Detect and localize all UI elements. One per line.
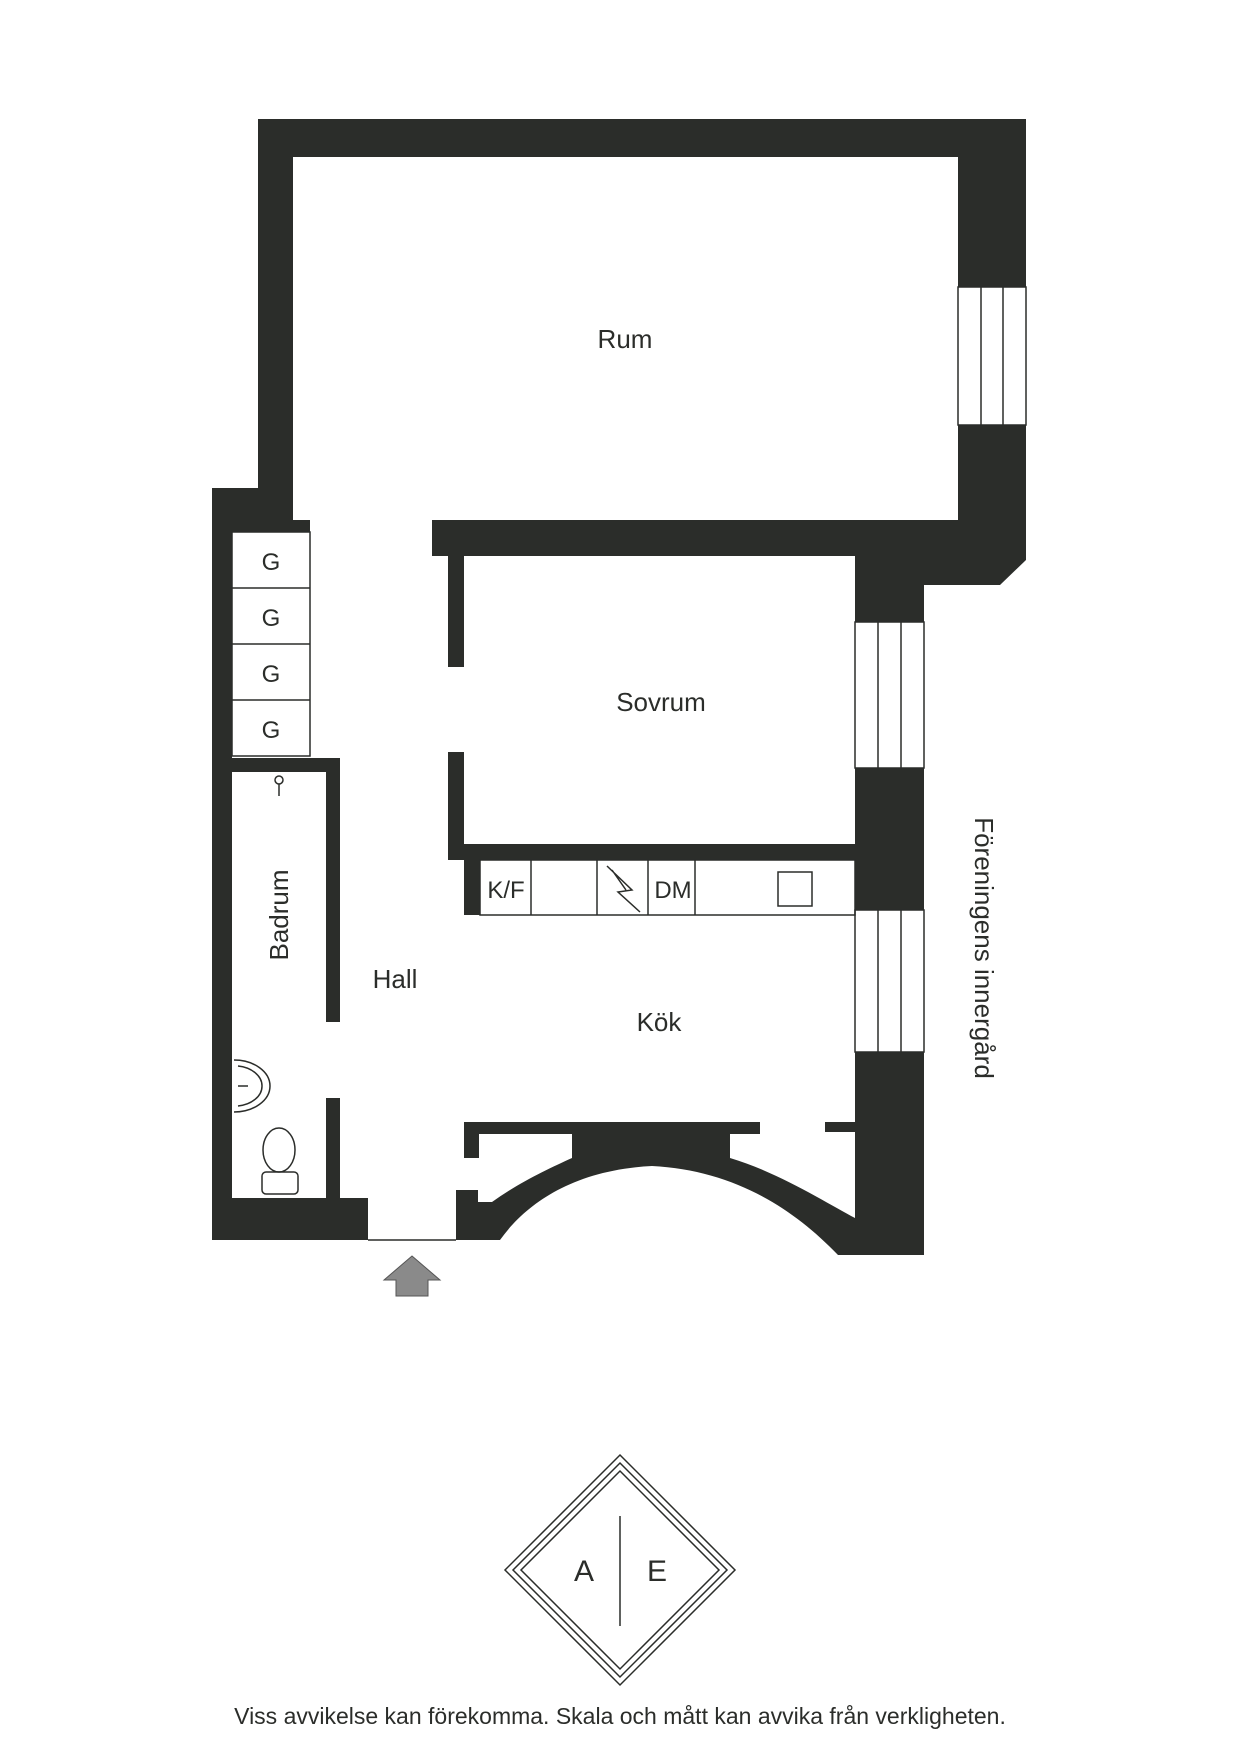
- room-label-rum: Rum: [598, 324, 653, 354]
- toilet-icon: [261, 1127, 299, 1195]
- wardrobe-label-4: G: [262, 717, 281, 744]
- wardrobe-label-1: G: [262, 549, 281, 576]
- wall-sovrum-left-upper: [448, 556, 464, 667]
- wall-sovrum-left-lower: [448, 752, 464, 844]
- wall-outer-left: [212, 488, 232, 1240]
- wall-bath-right-lower: [326, 1098, 340, 1200]
- kitchen-counter: [479, 859, 856, 916]
- wall-sovrum-right-mid: [855, 768, 924, 910]
- logo-letter-a: A: [574, 1555, 594, 1588]
- bath-fixtures: [233, 775, 299, 1195]
- wall-bay: [456, 1134, 855, 1255]
- wardrobe-label-3: G: [262, 661, 281, 688]
- stove-icon: [606, 865, 641, 913]
- wall-wardrobe-top: [232, 520, 310, 532]
- room-label-kok: Kök: [637, 1007, 683, 1037]
- shower-icon: [274, 775, 284, 796]
- wall-outer-left-top: [212, 488, 293, 520]
- wall-sovrum-right: [855, 556, 1000, 622]
- logo-letter-e: E: [647, 1555, 667, 1588]
- room-label-sovrum: Sovrum: [616, 687, 706, 717]
- room-label-badrum: Badrum: [264, 869, 294, 960]
- wall-kitchen-bottom-left-stub: [464, 1122, 479, 1158]
- courtyard-label: Föreningens innergård: [969, 817, 999, 1079]
- wall-rum-bottom-corner: [432, 520, 462, 545]
- wall-bath-top: [232, 758, 340, 772]
- wall-rum-left: [258, 119, 293, 519]
- wall-rum-top: [258, 119, 1026, 157]
- wardrobe-label-2: G: [262, 605, 281, 632]
- window-sovrum: [854, 621, 925, 769]
- wall-kitchen-bottom-right: [825, 1122, 855, 1132]
- logo: [503, 1453, 737, 1687]
- wall-bottom-left: [212, 1198, 368, 1240]
- wall-bath-right-upper: [326, 758, 340, 1022]
- room-label-hall: Hall: [373, 964, 418, 994]
- washbasin-icon: [233, 1059, 271, 1113]
- wall-kitchen-right: [855, 1052, 924, 1255]
- disclaimer-text: Viss avvikelse kan förekomma. Skala och …: [234, 1703, 1006, 1729]
- dishwasher-label: DM: [654, 877, 691, 904]
- fridge-freezer-label: K/F: [487, 877, 524, 904]
- walls: [212, 119, 1026, 1255]
- wall-kitchen-bottom-left: [464, 1122, 760, 1134]
- wall-rum-right-upper: [958, 119, 1026, 287]
- window-rum: [957, 286, 1027, 426]
- wall-sovrum-bottom: [448, 844, 858, 860]
- wall-counter-left: [464, 860, 480, 915]
- window-kitchen: [854, 909, 925, 1053]
- sink-icon: [777, 871, 813, 907]
- wardrobes: [231, 531, 311, 757]
- entrance-arrow-icon: [382, 1255, 442, 1297]
- wall-rum-bottom: [432, 520, 1026, 556]
- windows: [854, 286, 1027, 1053]
